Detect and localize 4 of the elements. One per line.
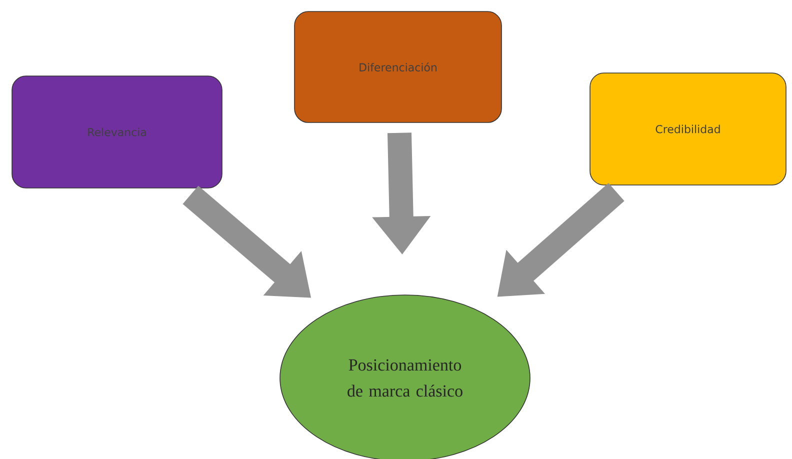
ellipse-node: Posicionamiento de marca clásico <box>280 294 530 459</box>
rounded-box: Credibilidad <box>590 72 786 186</box>
rounded-box: Relevancia <box>12 76 222 188</box>
rounded-box: Diferenciación <box>294 11 502 123</box>
